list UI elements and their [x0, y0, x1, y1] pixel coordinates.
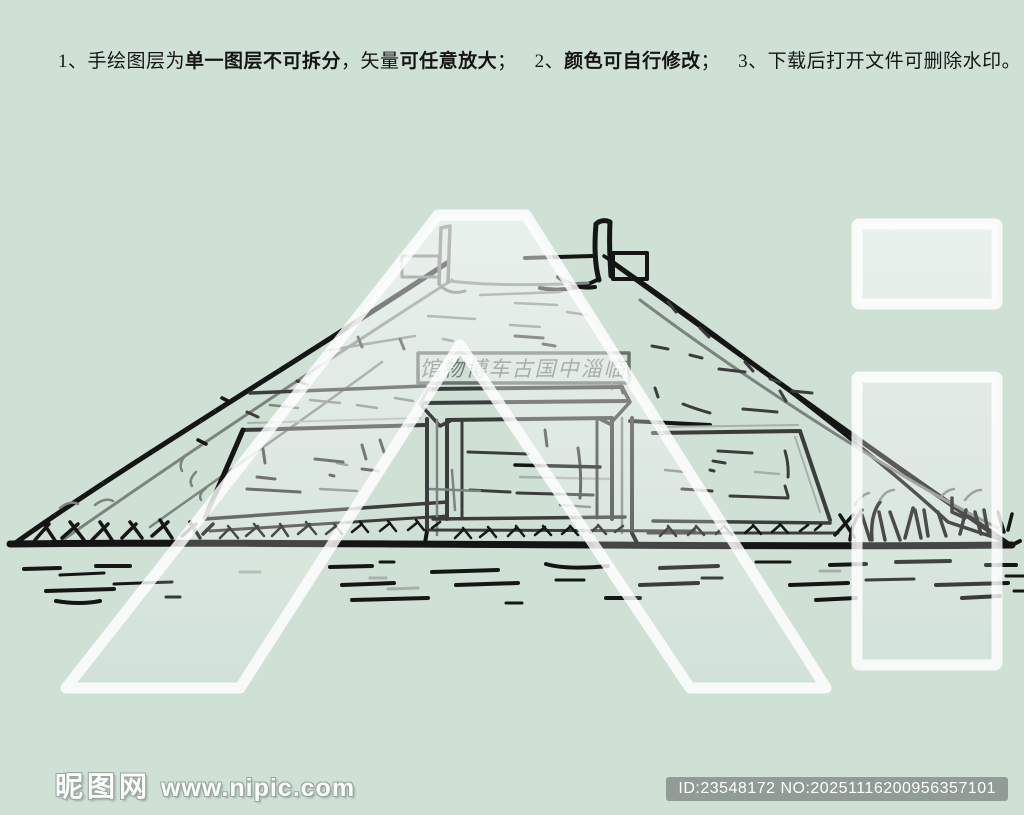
image-id-badge: ID:23548172 NO:20251116200956357101	[666, 777, 1008, 801]
notice-item3-number: 3、	[738, 51, 768, 72]
notice-item1-bold: 单一图层不可拆分	[185, 51, 342, 72]
notice-item2-number: 2、	[534, 51, 565, 72]
usage-notice: 1、手绘图层为单一图层不可拆分，矢量可任意放大；2、颜色可自行修改；3、下载后打…	[58, 51, 1022, 72]
nipic-watermark: 昵图网 www.nipic.com	[55, 765, 355, 805]
ai-watermark	[60, 209, 1003, 694]
notice-item3-text: 下载后打开文件可删除水印。	[767, 51, 1022, 72]
notice-item1-number: 1、	[58, 51, 88, 72]
nipic-site-name: 昵图网	[55, 771, 152, 802]
ai-watermark-letter-i-dot	[851, 218, 1003, 310]
ai-watermark-letter-i-stem	[851, 371, 1003, 671]
notice-item1-text: 手绘图层为	[87, 51, 186, 72]
ai-watermark-letter-a	[60, 209, 832, 694]
nipic-site-url: www.nipic.com	[161, 774, 356, 802]
right-flagpole	[592, 218, 649, 283]
notice-item2-bold: 颜色可自行修改	[564, 51, 701, 72]
